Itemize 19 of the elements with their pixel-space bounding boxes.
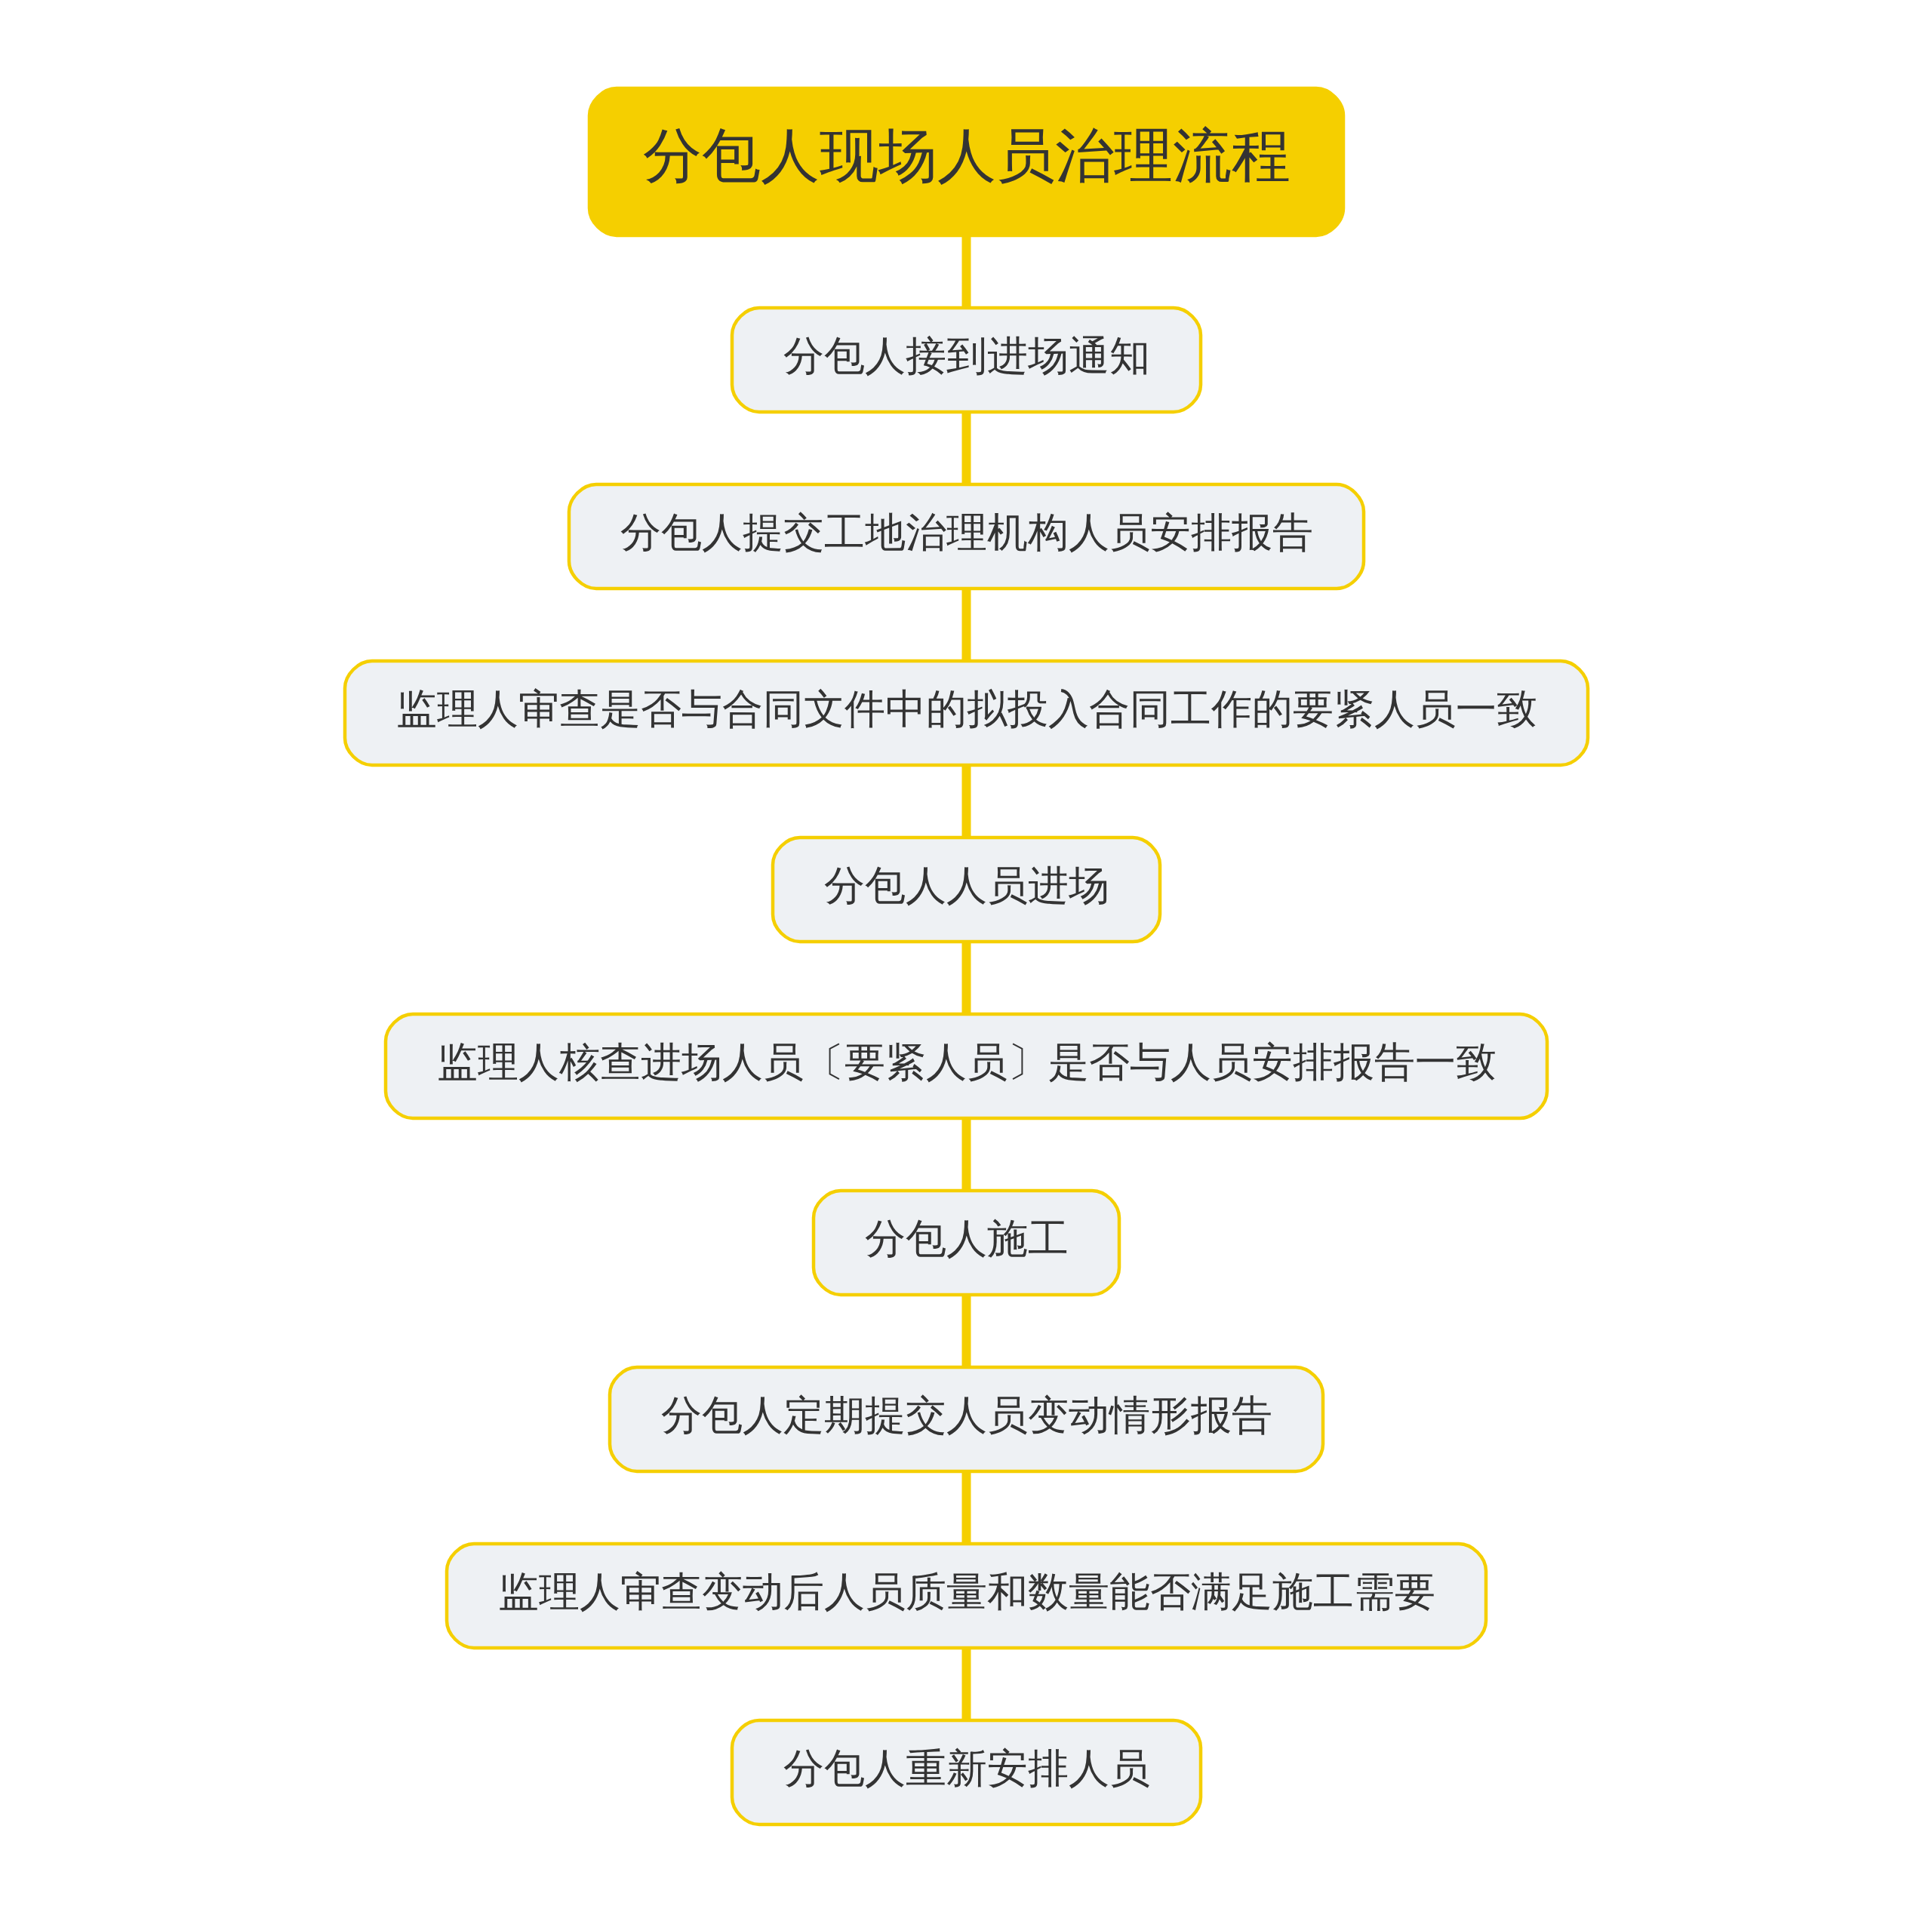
connector	[961, 1118, 971, 1190]
connector	[961, 589, 971, 660]
node-box: 分包人接到进场通知	[730, 306, 1202, 413]
connector	[961, 1648, 971, 1720]
node-box: 分包人人员进场	[771, 835, 1161, 943]
node-box: 监理人审查是否与合同文件中的拟投入合同工作的要紧人员一致	[343, 659, 1589, 767]
connector	[961, 412, 971, 484]
node-box: 分包人重新安排人员	[730, 1718, 1202, 1826]
node-box: 分包人施工	[811, 1188, 1121, 1296]
node-box: 分包人提交工地治理机构人员安排报告	[567, 482, 1365, 590]
connector	[961, 1471, 971, 1543]
node-box: 分包人定期提交人员变动情形报告	[608, 1365, 1324, 1473]
node-box: 监理人核查进场人员〔要紧人员〕是否与人员安排报告一致	[383, 1012, 1549, 1120]
connector	[961, 1295, 971, 1366]
node-box: 监理人审查变动后人员质量和数量能否满足施工需要	[445, 1542, 1487, 1649]
connector	[961, 235, 971, 308]
connector	[961, 765, 971, 837]
connector	[961, 942, 971, 1013]
node-box: 分包人现场人员治理流程	[587, 86, 1345, 237]
